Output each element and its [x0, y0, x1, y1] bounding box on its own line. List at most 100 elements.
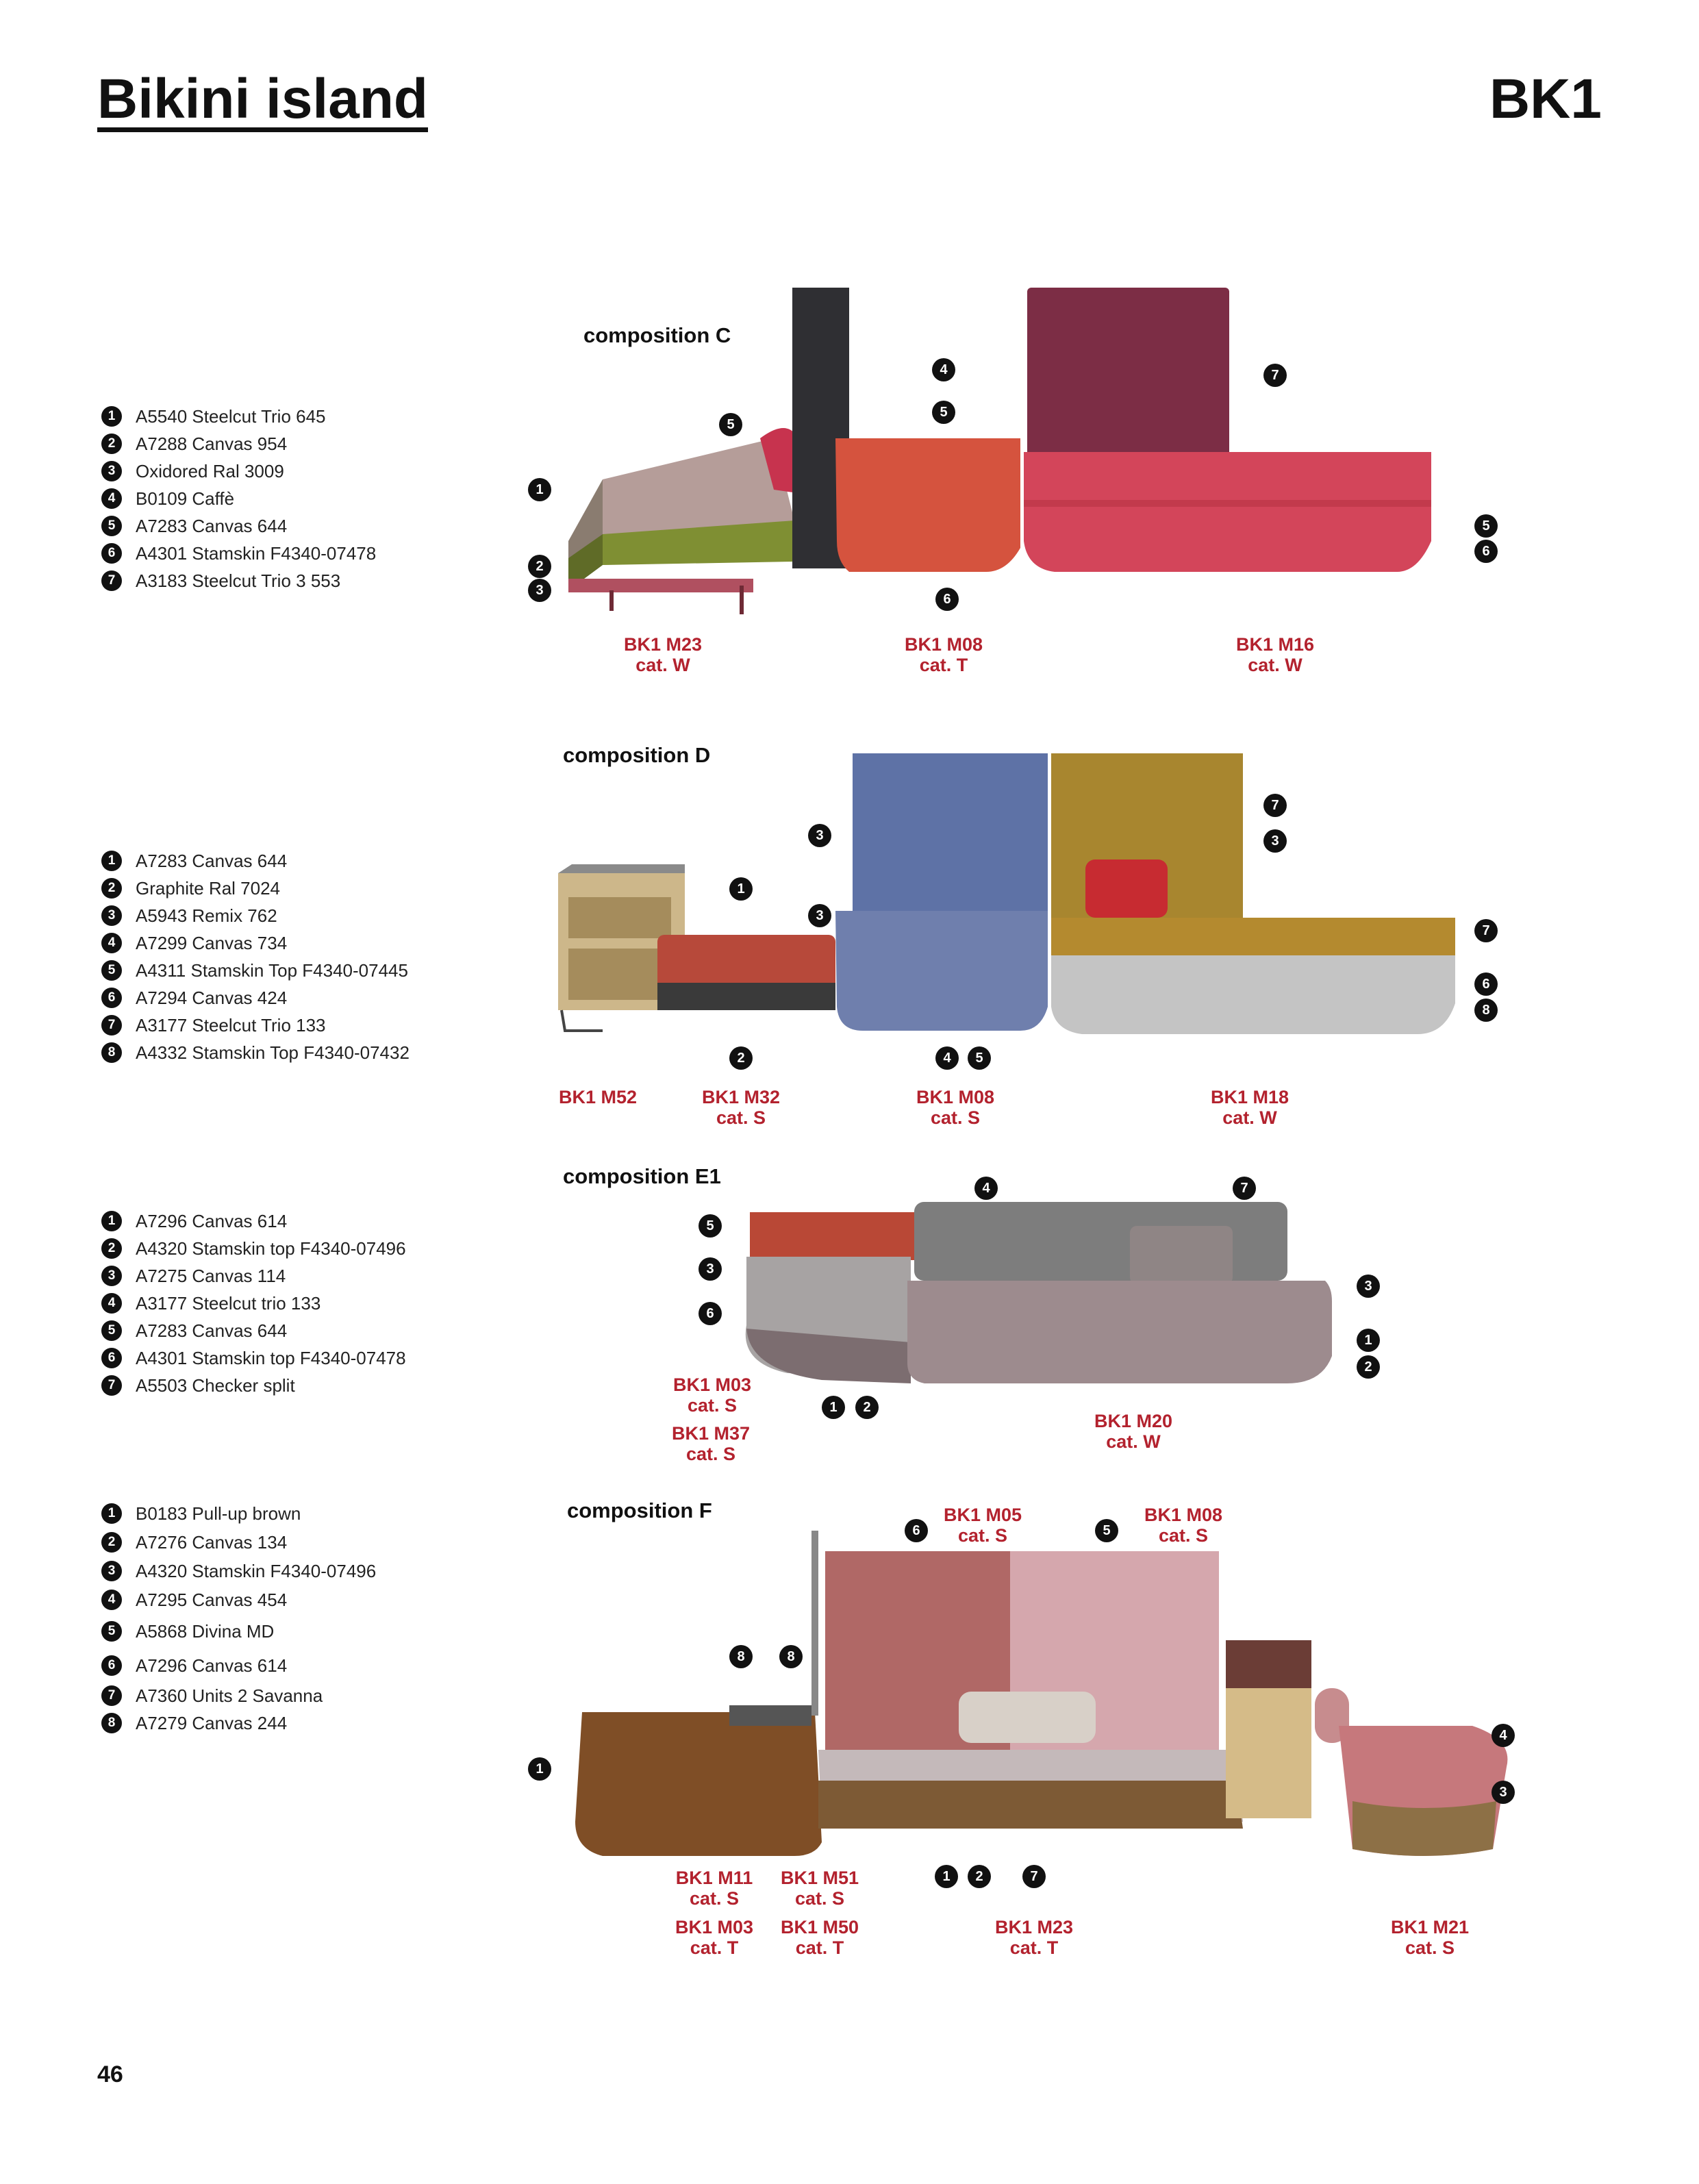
- callout-marker: 2: [968, 1865, 991, 1888]
- callout-marker: 7: [1022, 1865, 1046, 1888]
- page-number: 46: [97, 2061, 123, 2087]
- composition-f-title: composition F: [567, 1498, 712, 1522]
- callout-marker: 2: [855, 1396, 879, 1419]
- composition-c-title: composition C: [583, 323, 731, 347]
- callout-marker: 7: [1263, 794, 1287, 817]
- callout-marker: 3: [528, 579, 551, 602]
- sofa-composition-f-illustration: [575, 1531, 1508, 1856]
- callout-marker: 6: [1474, 540, 1498, 563]
- collection-code: BK1: [1489, 68, 1602, 130]
- sofa-composition-c-illustration: [568, 288, 1431, 614]
- callout-marker: 6: [699, 1302, 722, 1325]
- callout-marker: 3: [699, 1257, 722, 1281]
- callout-marker: 8: [1474, 999, 1498, 1022]
- callout-marker: 1: [1357, 1329, 1380, 1352]
- callout-marker: 4: [1492, 1724, 1515, 1747]
- callout-marker: 4: [974, 1177, 998, 1200]
- callout-marker: 8: [779, 1645, 803, 1668]
- callout-marker: 5: [699, 1214, 722, 1238]
- callout-marker: 5: [968, 1046, 991, 1070]
- sofa-composition-d-illustration: [558, 753, 1455, 1034]
- callout-marker: 8: [729, 1645, 753, 1668]
- composition-d-title: composition D: [563, 743, 711, 767]
- callout-marker: 1: [935, 1865, 958, 1888]
- callout-marker: 5: [932, 401, 955, 424]
- callout-marker: 6: [935, 588, 959, 611]
- composition-e1-title: composition E1: [563, 1164, 721, 1188]
- callout-marker: 6: [1474, 972, 1498, 996]
- callout-marker: 5: [1095, 1519, 1118, 1542]
- callout-marker: 7: [1233, 1177, 1256, 1200]
- callout-marker: 3: [808, 824, 831, 847]
- callout-marker: 7: [1474, 919, 1498, 942]
- callout-marker: 5: [1474, 514, 1498, 538]
- callout-marker: 6: [905, 1519, 928, 1542]
- page-title: Bikini island: [97, 68, 428, 130]
- module-label: BK1 M52: [558, 1087, 638, 1107]
- callout-marker: 4: [935, 1046, 959, 1070]
- callout-marker: 2: [729, 1046, 753, 1070]
- callout-marker: 3: [1357, 1275, 1380, 1298]
- callout-marker: 7: [1263, 364, 1287, 387]
- callout-marker: 4: [932, 358, 955, 381]
- callout-marker: 2: [528, 555, 551, 578]
- callout-marker: 1: [528, 478, 551, 501]
- sofa-composition-e1-illustration: [745, 1202, 1332, 1383]
- callout-marker: 1: [729, 877, 753, 901]
- callout-marker: 2: [1357, 1355, 1380, 1379]
- callout-marker: 3: [1263, 829, 1287, 853]
- callout-marker: 3: [808, 904, 831, 927]
